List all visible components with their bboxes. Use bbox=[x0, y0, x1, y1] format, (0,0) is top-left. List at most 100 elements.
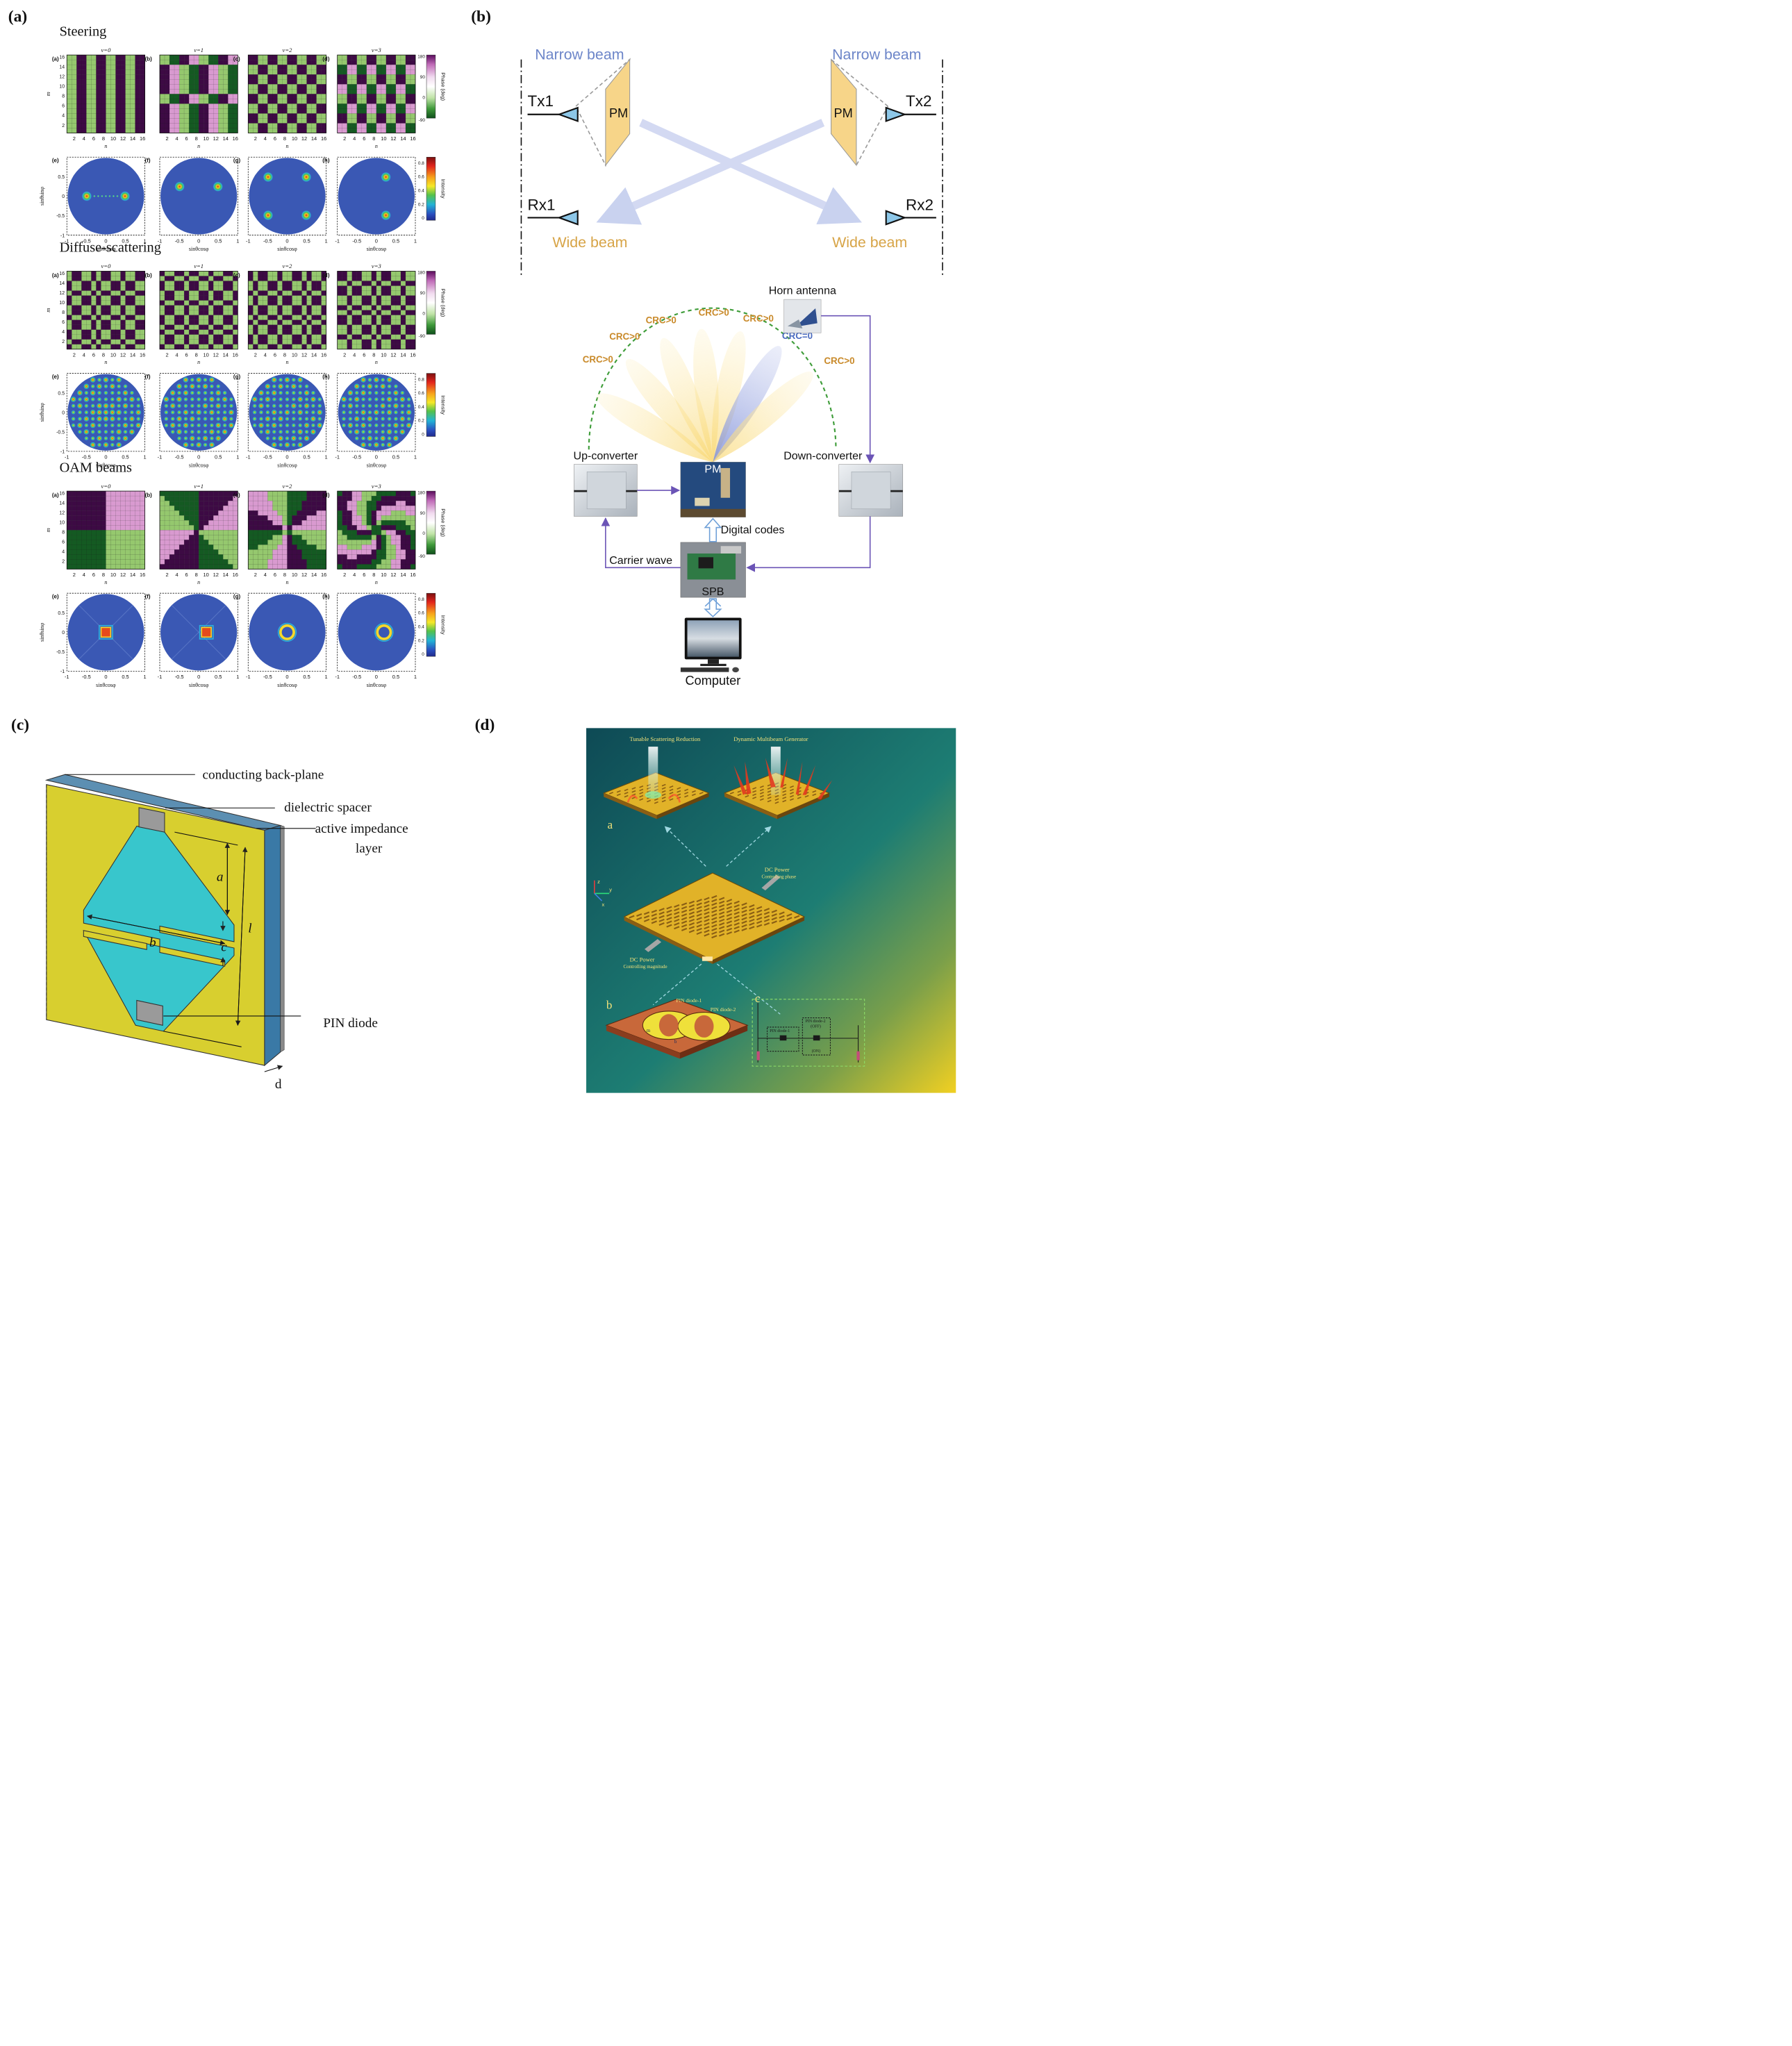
phase-cell bbox=[321, 60, 326, 65]
phase-cell bbox=[267, 334, 273, 340]
phase-cell bbox=[86, 128, 92, 133]
unit-cell-stripe bbox=[718, 915, 725, 919]
unit-cell-stripe bbox=[737, 790, 742, 793]
phase-cell bbox=[140, 535, 145, 540]
phase-cell bbox=[248, 315, 254, 320]
phase-cell bbox=[194, 525, 199, 531]
phase-cell bbox=[282, 515, 288, 521]
phase-cell bbox=[174, 65, 180, 70]
scatter-spot bbox=[367, 442, 372, 447]
phase-cell bbox=[385, 324, 392, 330]
phase-cell bbox=[218, 496, 224, 501]
phase-cell bbox=[248, 339, 254, 344]
phase-cell bbox=[253, 549, 258, 555]
phase-cell bbox=[189, 530, 194, 535]
scatter-spot bbox=[374, 390, 379, 395]
phase-cell bbox=[390, 344, 397, 349]
phase-cell bbox=[258, 559, 263, 565]
phase-cell bbox=[272, 525, 278, 531]
phase-cell bbox=[199, 89, 204, 94]
phase-cell bbox=[287, 84, 292, 90]
phase-cell bbox=[347, 276, 352, 281]
phase-cell bbox=[130, 94, 135, 99]
phase-cell bbox=[361, 123, 367, 128]
phase-cell bbox=[371, 501, 376, 506]
phase-cell bbox=[106, 540, 111, 545]
phase-cell bbox=[91, 108, 97, 114]
scatter-spot bbox=[374, 429, 379, 435]
phase-cell bbox=[321, 281, 326, 286]
phase-cell bbox=[165, 319, 170, 325]
phase-cell bbox=[101, 334, 106, 340]
side-lobe bbox=[112, 194, 115, 198]
phase-cell bbox=[381, 65, 387, 70]
unit-cell-stripe bbox=[797, 797, 802, 799]
phase-cell bbox=[385, 94, 392, 99]
x-tick: -0.5 bbox=[352, 238, 361, 244]
phase-cell bbox=[267, 300, 273, 306]
phase-cell bbox=[400, 559, 406, 565]
phase-cell bbox=[356, 530, 362, 535]
phase-cell bbox=[179, 334, 185, 340]
phase-cell bbox=[125, 65, 131, 70]
phase-cell bbox=[381, 84, 387, 90]
phase-cell bbox=[253, 281, 258, 286]
phase-cell bbox=[287, 496, 292, 501]
phase-cell bbox=[337, 549, 342, 555]
phase-cell bbox=[253, 276, 258, 281]
phase-cell bbox=[179, 99, 185, 104]
phase-cell bbox=[351, 535, 357, 540]
x-tick: 0.5 bbox=[303, 238, 310, 244]
phase-cell bbox=[189, 324, 194, 330]
phase-cell bbox=[160, 123, 165, 128]
phase-cell bbox=[213, 564, 219, 569]
x-tick: 16 bbox=[140, 351, 145, 358]
phase-cell bbox=[135, 491, 140, 497]
phase-cell bbox=[115, 74, 121, 80]
phase-cell bbox=[385, 544, 392, 550]
phase-cell bbox=[282, 315, 288, 320]
phase-cell bbox=[72, 103, 77, 109]
phase-cell bbox=[258, 540, 263, 545]
phase-cell bbox=[101, 281, 106, 286]
phase-cell bbox=[321, 271, 326, 276]
phase-cell bbox=[311, 89, 317, 94]
phase-cell bbox=[165, 515, 170, 521]
panel-c-label: (c) bbox=[11, 716, 29, 734]
x-tick: 0.5 bbox=[392, 454, 399, 460]
phase-cell bbox=[76, 123, 82, 128]
phase-cell bbox=[169, 344, 175, 349]
phase-cell bbox=[267, 549, 273, 555]
phase-cell bbox=[356, 295, 362, 301]
phase-cell bbox=[76, 128, 82, 133]
scatter-spot bbox=[222, 415, 228, 422]
phase-cell bbox=[263, 549, 268, 555]
phase-cell bbox=[135, 515, 140, 521]
phase-cell bbox=[140, 69, 145, 75]
phase-cell bbox=[204, 300, 209, 306]
phase-cell bbox=[376, 300, 382, 306]
phase-cell bbox=[253, 491, 258, 497]
phase-cell bbox=[110, 491, 116, 497]
x-tick: 1 bbox=[414, 454, 417, 460]
phase-cell bbox=[101, 276, 106, 281]
x-tick: 12 bbox=[213, 351, 219, 358]
phase-cell bbox=[67, 300, 72, 306]
x-tick: 16 bbox=[410, 135, 415, 142]
scatter-spot bbox=[183, 429, 188, 435]
phase-cell bbox=[72, 69, 77, 75]
phase-cell bbox=[277, 128, 283, 133]
phase-colorbar-tick: -90 bbox=[419, 554, 426, 559]
phase-cell bbox=[96, 103, 101, 109]
phase-cell bbox=[347, 65, 352, 70]
phase-cell bbox=[199, 310, 204, 315]
phase-cell bbox=[381, 290, 387, 296]
phase-cell bbox=[96, 334, 101, 340]
phase-cell bbox=[169, 525, 175, 531]
phase-cell bbox=[76, 285, 82, 291]
phase-cell bbox=[337, 300, 342, 306]
phase-cell bbox=[292, 94, 297, 99]
phase-cell bbox=[292, 79, 297, 85]
phase-cell bbox=[86, 559, 92, 565]
